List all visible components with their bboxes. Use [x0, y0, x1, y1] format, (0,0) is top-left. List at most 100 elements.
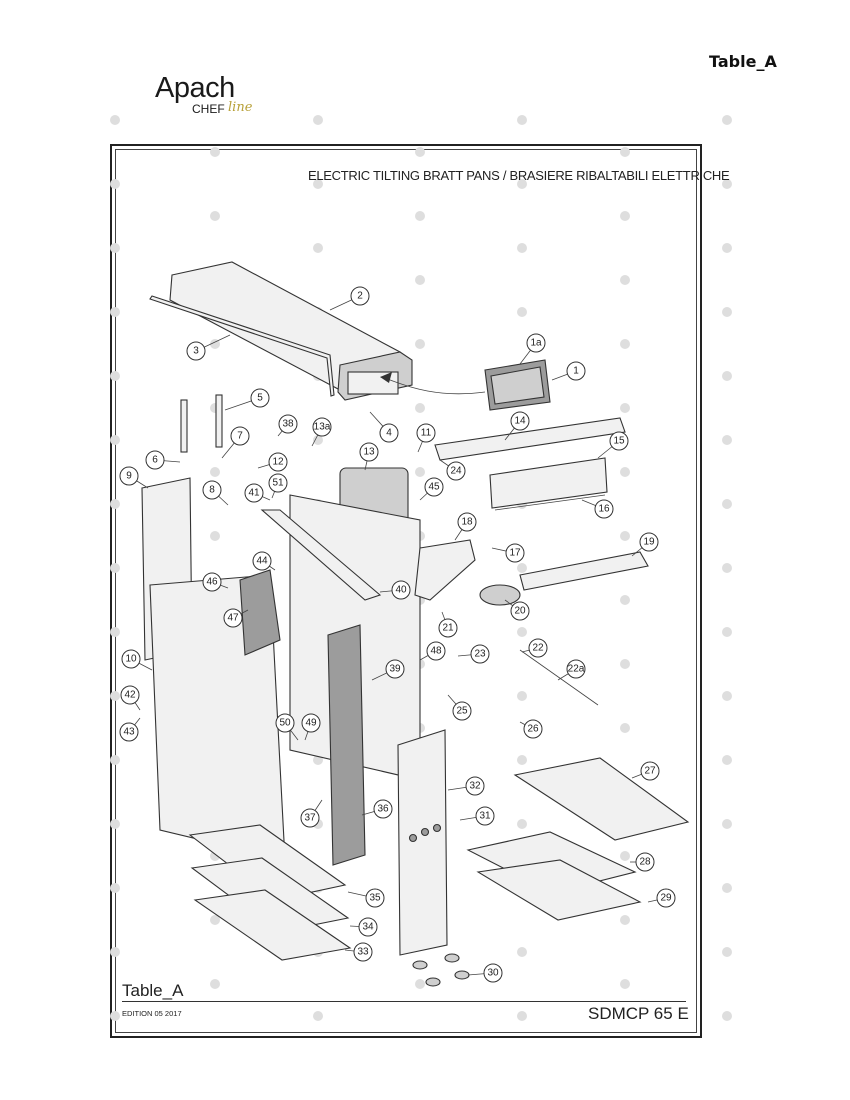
- callout-circle-33: [353, 942, 373, 962]
- callout-circle-49: [301, 713, 321, 733]
- callout-label-51: 51: [272, 478, 284, 489]
- watermark-dot: [517, 627, 527, 637]
- callout-circle-9: [119, 466, 139, 486]
- callout-label-37: 37: [304, 813, 316, 824]
- watermark-dot: [110, 819, 120, 829]
- callout-46: 46: [202, 572, 229, 592]
- watermark-dot: [210, 915, 220, 925]
- watermark-dot: [620, 147, 630, 157]
- watermark-dot: [415, 147, 425, 157]
- part-rail: [260, 509, 382, 601]
- callout-14: 14: [504, 411, 530, 441]
- watermark-dot: [722, 179, 732, 189]
- part-seal-strip: [149, 295, 335, 397]
- callout-1a: 1a: [519, 333, 546, 365]
- callout-37: 37: [300, 799, 323, 828]
- watermark-dot: [313, 435, 323, 445]
- callout-50: 50: [275, 713, 299, 741]
- callout-13a: 13a: [311, 417, 332, 447]
- callout-22: 22: [521, 638, 548, 658]
- callout-circle-35: [365, 888, 385, 908]
- callout-circle-28: [635, 852, 655, 872]
- callout-label-47: 47: [227, 613, 239, 624]
- callout-circle-2: [350, 286, 370, 306]
- callout-label-22: 22: [532, 643, 544, 654]
- part-shaft-upper: [434, 417, 626, 461]
- watermark-dot: [722, 755, 732, 765]
- watermark-dot: [110, 883, 120, 893]
- callout-label-42: 42: [124, 690, 136, 701]
- watermark-dot: [620, 915, 630, 925]
- callout-circle-12: [268, 452, 288, 472]
- callout-36: 36: [361, 799, 393, 819]
- callout-35: 35: [347, 888, 385, 908]
- callout-label-18: 18: [461, 517, 473, 528]
- watermark-dot: [415, 979, 425, 989]
- watermark-dot: [722, 243, 732, 253]
- watermark-dot: [620, 275, 630, 285]
- watermark-dot: [517, 691, 527, 701]
- callout-circle-23: [470, 644, 490, 664]
- watermark-dot: [110, 499, 120, 509]
- callout-label-48: 48: [430, 646, 442, 657]
- part-pivot-shaft: [519, 551, 649, 591]
- logo-script-text: line: [228, 100, 253, 115]
- watermark-dot: [110, 563, 120, 573]
- logo-brand-text: Apach: [155, 72, 235, 104]
- callout-9: 9: [119, 466, 149, 489]
- callout-47: 47: [223, 608, 249, 628]
- callout-10: 10: [121, 649, 153, 671]
- watermark-dot: [110, 115, 120, 125]
- callout-circle-25: [452, 701, 472, 721]
- callout-circle-27: [640, 761, 660, 781]
- watermark-dot: [110, 947, 120, 957]
- part-base-rail-lower: [193, 889, 352, 961]
- watermark-dot: [210, 979, 220, 989]
- watermark-dot: [517, 1011, 527, 1021]
- callout-circle-13: [359, 442, 379, 462]
- callout-7: 7: [221, 426, 250, 459]
- callout-51: 51: [268, 473, 288, 499]
- callout-23: 23: [457, 644, 490, 664]
- callout-label-1: 1: [573, 366, 579, 377]
- callout-22a: 22a: [557, 659, 586, 681]
- watermark-dot: [620, 979, 630, 989]
- callout-circle-43: [119, 722, 139, 742]
- watermark-dot: [110, 435, 120, 445]
- callout-label-50: 50: [279, 718, 291, 729]
- callout-label-30: 30: [487, 968, 499, 979]
- watermark-dot: [110, 1011, 120, 1021]
- callout-label-13: 13: [363, 447, 375, 458]
- callout-label-17: 17: [509, 548, 521, 559]
- drawing-sheet-inner-frame: [115, 149, 697, 1033]
- watermark-dot: [415, 403, 425, 413]
- part-foot-1: [412, 960, 428, 970]
- callout-circle-13a: [312, 417, 332, 437]
- callout-31: 31: [459, 806, 495, 826]
- callout-circle-42: [120, 685, 140, 705]
- watermark-dot: [110, 755, 120, 765]
- callout-44: 44: [252, 551, 276, 571]
- callout-circle-37: [300, 808, 320, 828]
- callout-circle-34: [358, 917, 378, 937]
- callout-17: 17: [491, 543, 525, 563]
- watermark-dot: [110, 627, 120, 637]
- callout-label-41: 41: [248, 488, 260, 499]
- callout-circle-44: [252, 551, 272, 571]
- watermark-dot: [620, 403, 630, 413]
- callout-label-12: 12: [272, 457, 284, 468]
- watermark-dot: [517, 947, 527, 957]
- callout-27: 27: [631, 761, 660, 781]
- watermark-dot: [620, 595, 630, 605]
- callout-label-26: 26: [527, 724, 539, 735]
- callout-label-35: 35: [369, 893, 381, 904]
- part-long-rod: [494, 494, 606, 511]
- callout-circle-18: [457, 512, 477, 532]
- callout-label-7: 7: [237, 431, 243, 442]
- watermark-dot: [517, 563, 527, 573]
- watermark-dot: [722, 947, 732, 957]
- part-foot-4: [454, 970, 470, 980]
- watermark-dot: [110, 307, 120, 317]
- callout-circle-21: [438, 618, 458, 638]
